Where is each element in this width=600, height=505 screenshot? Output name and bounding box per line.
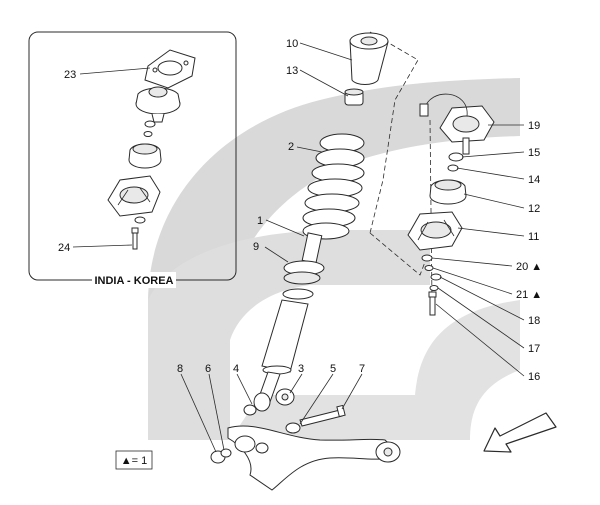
washer-21 — [424, 265, 434, 271]
inset-title: INDIA - KOREA — [94, 275, 173, 287]
long-bolt — [299, 404, 346, 427]
callout-7: 7 — [359, 363, 365, 375]
inset-lower-plate — [107, 175, 161, 217]
callout-15: 15 — [528, 147, 540, 159]
ring-17 — [429, 285, 439, 291]
callout-10: 10 — [286, 38, 298, 50]
ring-14 — [447, 164, 459, 172]
callout-6: 6 — [205, 363, 211, 375]
callout-18: 18 — [528, 315, 540, 327]
inset-top-plate — [144, 49, 196, 89]
callout-20: 20 ▲ — [516, 261, 542, 273]
callout-24: 24 — [58, 242, 70, 254]
inset-bump-stop — [128, 143, 162, 169]
inset-washer — [134, 216, 146, 224]
callout-23: 23 — [64, 69, 76, 81]
bushing-4 — [243, 392, 271, 416]
legend-box: ▲= 1 — [115, 450, 153, 470]
callout-12: 12 — [528, 203, 540, 215]
arrow-down-left-icon — [483, 412, 557, 453]
callout-16: 16 — [528, 371, 540, 383]
callout-1: 1 — [257, 215, 263, 227]
callout-4: 4 — [233, 363, 239, 375]
washer-6 — [220, 448, 232, 458]
callout-8: 8 — [177, 363, 183, 375]
callout-numbers: 1 2 3 4 5 6 7 8 9 10 11 12 13 14 15 16 1… — [58, 38, 542, 383]
washer-15 — [448, 152, 464, 162]
nut-5 — [285, 422, 301, 434]
washer-18 — [430, 273, 442, 281]
spring-seat-plate — [407, 211, 463, 251]
bolt-16 — [428, 291, 437, 316]
callout-14: 14 — [528, 174, 540, 186]
upper-bump-stop — [429, 179, 467, 205]
callout-2: 2 — [288, 141, 294, 153]
inset-upper-mount — [135, 86, 181, 123]
shock-absorber — [257, 232, 325, 403]
inset-bolt — [131, 227, 139, 250]
bushing-3 — [275, 388, 295, 406]
legend-text: ▲= 1 — [121, 455, 148, 467]
washer-20 — [421, 254, 433, 262]
bump-stop — [344, 88, 364, 106]
callout-13: 13 — [286, 65, 298, 77]
upper-mount — [419, 93, 495, 155]
lower-control-arm — [227, 425, 401, 491]
callout-3: 3 — [298, 363, 304, 375]
callout-19: 19 — [528, 120, 540, 132]
leader-lines — [180, 42, 525, 453]
dust-boot — [349, 32, 389, 85]
inset-ring-1 — [144, 120, 156, 128]
callout-9: 9 — [253, 241, 259, 253]
callout-17: 17 — [528, 343, 540, 355]
assembly-guide-lines — [369, 31, 433, 301]
inset-panel: INDIA - KOREA — [28, 31, 237, 288]
callout-5: 5 — [330, 363, 336, 375]
callout-11: 11 — [528, 231, 539, 243]
callout-21: 21 ▲ — [516, 289, 542, 301]
inset-ring-2 — [143, 131, 153, 137]
watermark-swoosh — [148, 78, 520, 440]
